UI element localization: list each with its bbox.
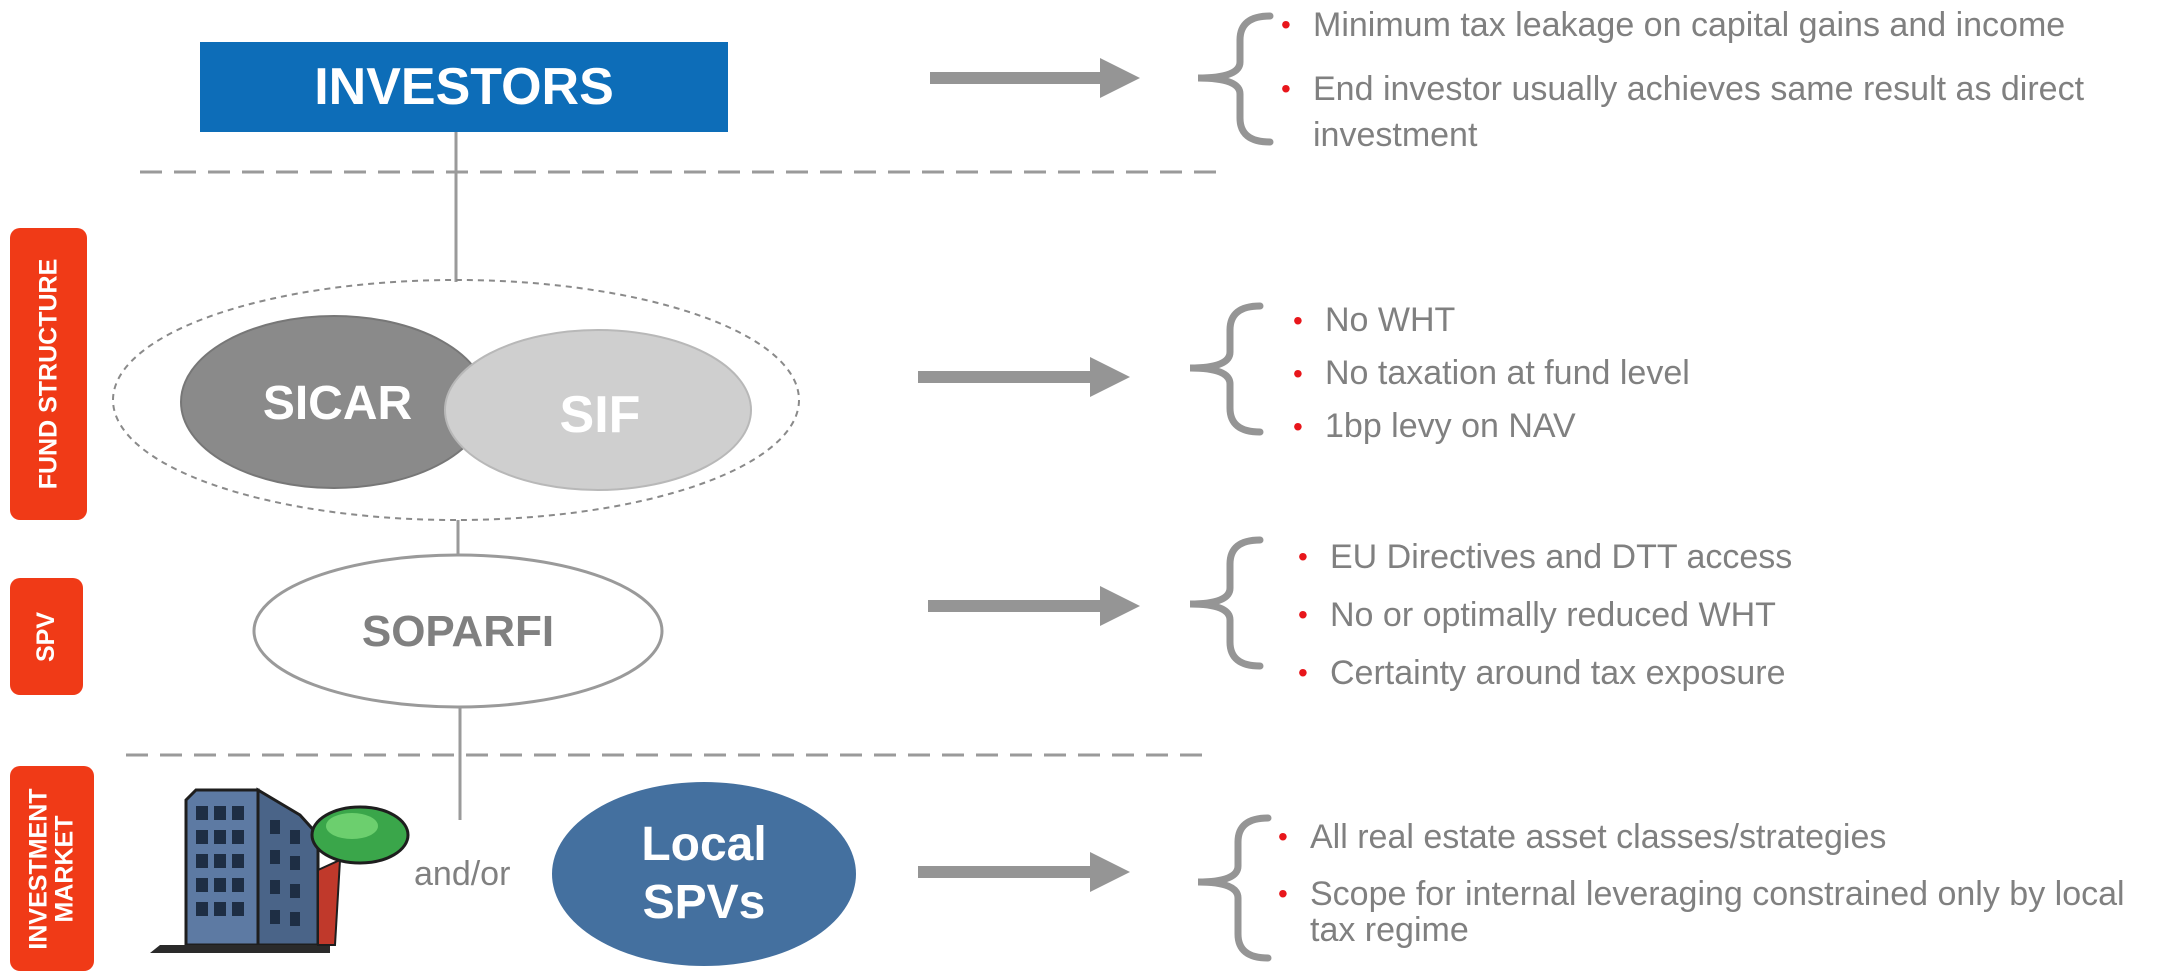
- investors-label: INVESTORS: [314, 58, 614, 116]
- side-label-fund-structure-text: FUND STRUCTURE: [34, 258, 63, 490]
- investors-box: [200, 42, 728, 132]
- brace-fund: [1189, 302, 1264, 436]
- fund-benefit-item: No WHT: [1287, 294, 2147, 347]
- arrow-fund: [918, 357, 1130, 397]
- fund-benefit-item: No taxation at fund level: [1287, 347, 2147, 400]
- side-label-investment-market: INVESTMENT MARKET: [10, 766, 94, 971]
- fund-benefit-item: 1bp levy on NAV: [1287, 400, 2147, 453]
- investors-benefits: Minimum tax leakage on capital gains and…: [1275, 6, 2165, 158]
- side-label-investment-market-text: INVESTMENT MARKET: [25, 787, 79, 950]
- spv-benefit-item: Certainty around tax exposure: [1292, 644, 2152, 702]
- sicar-label: SICAR: [262, 376, 413, 430]
- soparfi-label: SOPARFI: [361, 607, 555, 656]
- market-benefit-item: Scope for internal leveraging constraine…: [1272, 876, 2152, 948]
- side-label-investment-market-line1: INVESTMENT: [25, 787, 53, 950]
- local-spvs-node: [552, 782, 856, 966]
- investors-benefit-item: Minimum tax leakage on capital gains and…: [1275, 6, 2165, 44]
- soparfi-node: [252, 553, 664, 709]
- arrow-investors: [930, 58, 1140, 98]
- side-label-spv: SPV: [10, 578, 83, 695]
- arrow-market: [918, 852, 1130, 892]
- brace-spv: [1189, 536, 1264, 670]
- sif-node: [444, 329, 752, 491]
- and-or-label: and/or: [414, 855, 511, 893]
- market-benefit-item: All real estate asset classes/strategies: [1272, 818, 2152, 856]
- office-building-icon: [150, 787, 410, 953]
- side-label-spv-text: SPV: [32, 611, 61, 662]
- market-benefits: All real estate asset classes/strategies…: [1272, 818, 2152, 948]
- brace-investors: [1197, 12, 1274, 146]
- arrow-spv: [928, 586, 1140, 626]
- spv-benefit-item: No or optimally reduced WHT: [1292, 586, 2152, 644]
- sif-label: SIF: [559, 386, 641, 444]
- local-spvs-line2: SPVs: [642, 876, 766, 929]
- spv-benefit-item: EU Directives and DTT access: [1292, 528, 2152, 586]
- fund-structure-container: [112, 279, 800, 521]
- local-spvs-line1: Local: [641, 818, 767, 871]
- brace-market: [1197, 814, 1272, 962]
- side-label-investment-market-line2: MARKET: [51, 815, 79, 922]
- fund-benefits: No WHT No taxation at fund level 1bp lev…: [1287, 294, 2147, 453]
- spv-benefits: EU Directives and DTT access No or optim…: [1292, 528, 2152, 702]
- side-label-fund-structure: FUND STRUCTURE: [10, 228, 87, 520]
- local-spvs-label: Local SPVs: [552, 818, 856, 930]
- investors-benefit-item: End investor usually achieves same resul…: [1275, 66, 2165, 158]
